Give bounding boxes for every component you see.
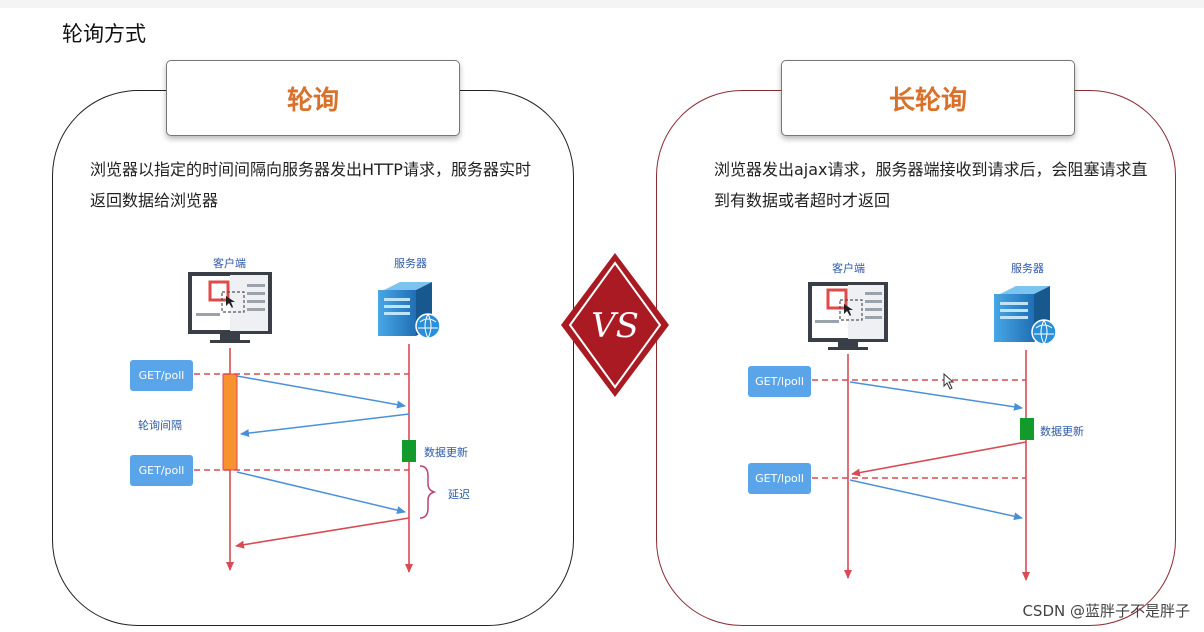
long-polling-title-tab: 长轮询: [781, 60, 1075, 136]
long-polling-description: 浏览器发出ajax请求，服务器端接收到请求后，会阻塞请求直到有数据或者超时才返回: [714, 160, 1148, 210]
client-monitor-icon: [188, 272, 272, 343]
client-label: 客户端: [213, 257, 246, 270]
server-icon: [378, 282, 441, 339]
server-label: 服务器: [394, 257, 427, 270]
request-arrow: [849, 381, 1023, 411]
polling-interval-label: 轮询间隔: [138, 419, 182, 432]
data-response-arrow: [851, 441, 1027, 477]
get-lpoll-request-box: GET/lpoll: [748, 366, 811, 397]
get-poll-request-box: GET/poll: [130, 360, 193, 391]
data-update-label: 数据更新: [1040, 425, 1084, 438]
get-poll-request-box: GET/poll: [130, 455, 193, 486]
client-monitor-icon: [808, 282, 888, 350]
long-polling-panel: [656, 90, 1176, 626]
polling-panel: [52, 90, 574, 626]
polling-interval-bar: [222, 373, 238, 471]
data-response-arrow: [235, 517, 410, 549]
data-update-block: [402, 440, 416, 462]
get-lpoll-request-box: GET/lpoll: [748, 463, 811, 494]
data-update-label: 数据更新: [424, 446, 468, 459]
vs-text: VS: [591, 306, 639, 346]
request-arrow: [849, 479, 1023, 521]
csdn-watermark: CSDN @蓝胖子不是胖子: [1022, 602, 1190, 620]
server-icon: [994, 286, 1057, 345]
vs-diamond: VS: [561, 253, 669, 397]
polling-title-tab: 轮询: [166, 60, 460, 136]
request-arrow: [236, 375, 406, 409]
top-strip: [0, 0, 1204, 8]
delay-brace: [419, 465, 437, 519]
delay-label: 延迟: [448, 488, 470, 501]
client-label: 客户端: [832, 262, 865, 275]
mouse-cursor-icon: [943, 372, 955, 390]
response-arrow: [240, 413, 410, 438]
server-label: 服务器: [1011, 262, 1044, 275]
request-arrow: [236, 471, 406, 515]
data-update-block: [1020, 418, 1034, 440]
polling-description: 浏览器以指定的时间间隔向服务器发出HTTP请求，服务器实时返回数据给浏览器: [90, 160, 531, 210]
page-title: 轮询方式: [62, 22, 146, 46]
